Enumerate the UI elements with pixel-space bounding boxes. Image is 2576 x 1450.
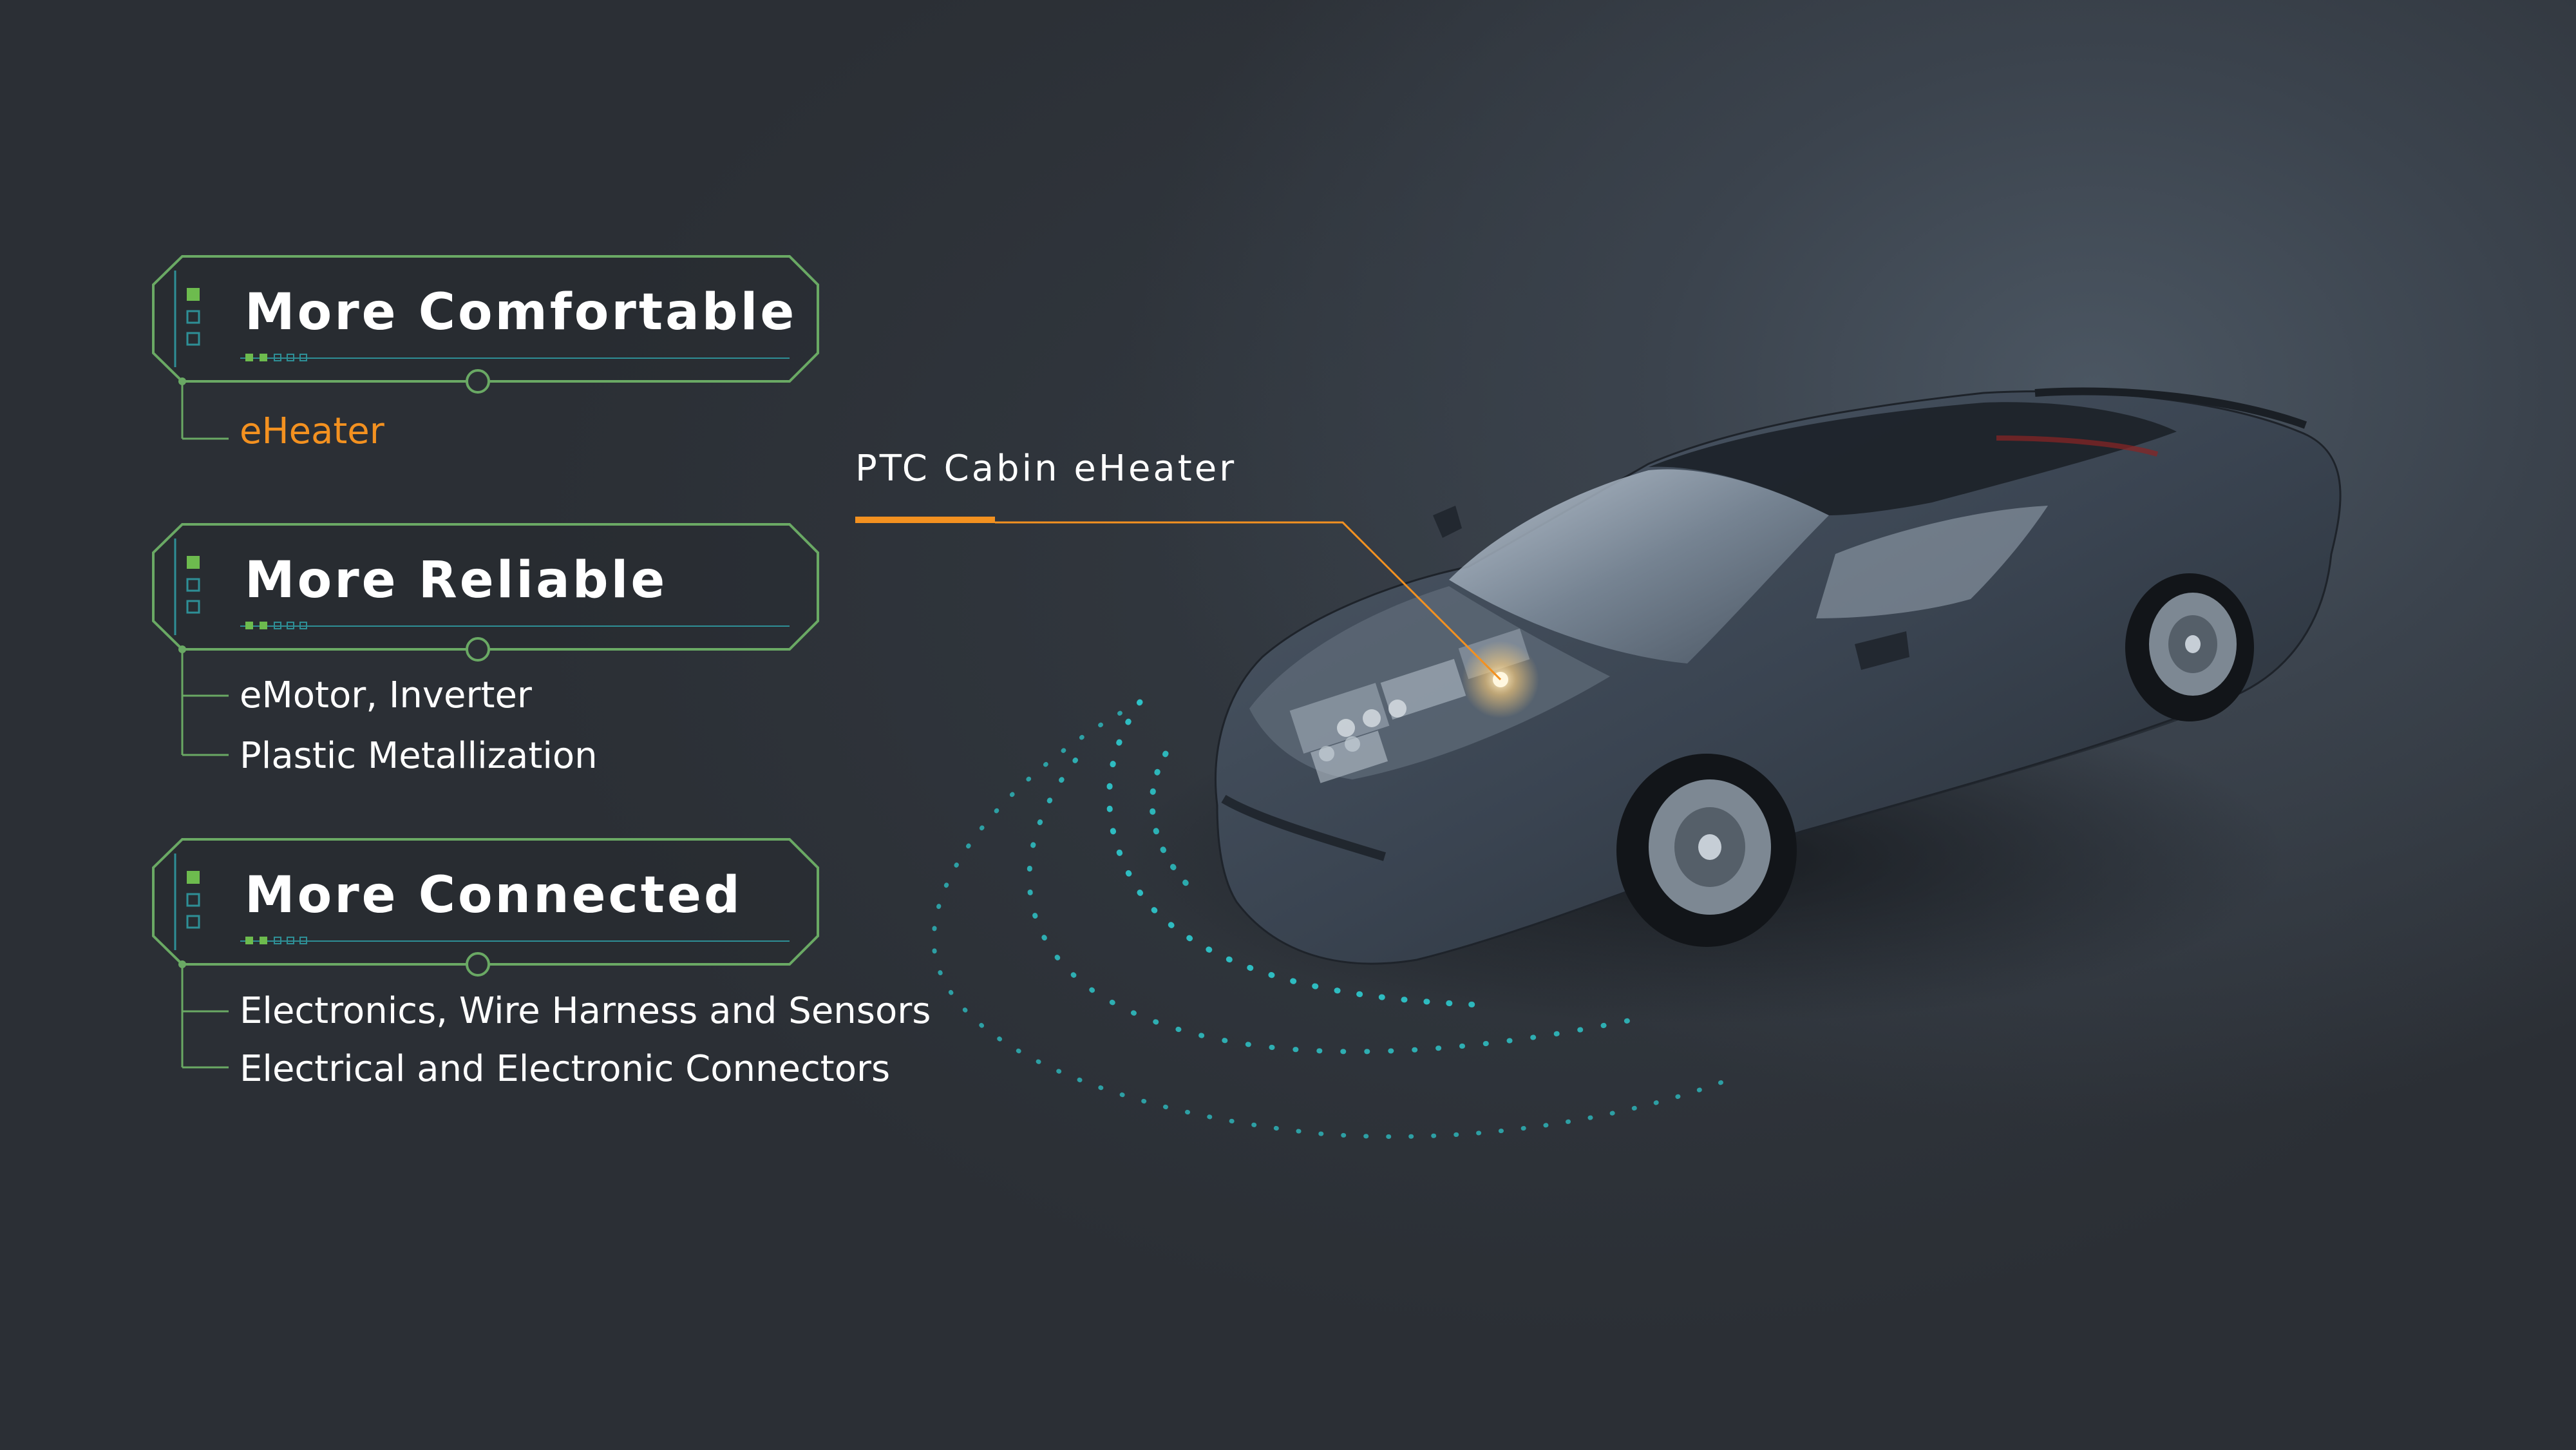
- callout-label: PTC Cabin eHeater: [855, 448, 1237, 490]
- dots-progress-icon: [245, 937, 307, 944]
- list-item: eHeater: [240, 410, 384, 452]
- car-windshield: [1449, 469, 1829, 663]
- car-front-wheel: [1616, 754, 1797, 947]
- dots-progress-icon: [245, 354, 307, 361]
- card-connector-connected: [178, 960, 229, 1069]
- car-rear-wheel: [2125, 573, 2254, 721]
- car-engine-bay: [1249, 586, 1610, 783]
- list-item: Electrical and Electronic Connectors: [240, 1048, 891, 1090]
- card-connector-comfortable: [178, 377, 229, 440]
- dots-progress-icon: [245, 622, 307, 629]
- car-roof: [1649, 402, 2177, 515]
- stacked-squares-icon: [186, 871, 200, 929]
- car-rear-spoiler: [2034, 387, 2307, 429]
- list-item: Plastic Metallization: [240, 735, 598, 777]
- card-title-connected: More Connected: [245, 866, 743, 924]
- car-mirror: [1433, 506, 1462, 538]
- list-item: Electronics, Wire Harness and Sensors: [240, 990, 931, 1032]
- card-title-comfortable: More Comfortable: [245, 283, 797, 341]
- card-frame-reliable: [152, 523, 819, 662]
- car-side-window: [1816, 506, 2048, 618]
- card-title-reliable: More Reliable: [245, 551, 668, 609]
- car-side-shade: [1417, 696, 2235, 960]
- car-grille: [1221, 794, 1387, 861]
- stacked-squares-icon: [186, 556, 200, 614]
- list-item: eMotor, Inverter: [240, 674, 532, 716]
- car-side-mirror: [1855, 631, 1909, 670]
- card-connector-reliable: [178, 645, 229, 756]
- car-roof-accent: [1996, 435, 2159, 457]
- card-frame-connected: [152, 838, 819, 977]
- card-frame-comfortable: [152, 255, 819, 394]
- callout-line: [995, 521, 1502, 681]
- stacked-squares-icon: [186, 288, 200, 346]
